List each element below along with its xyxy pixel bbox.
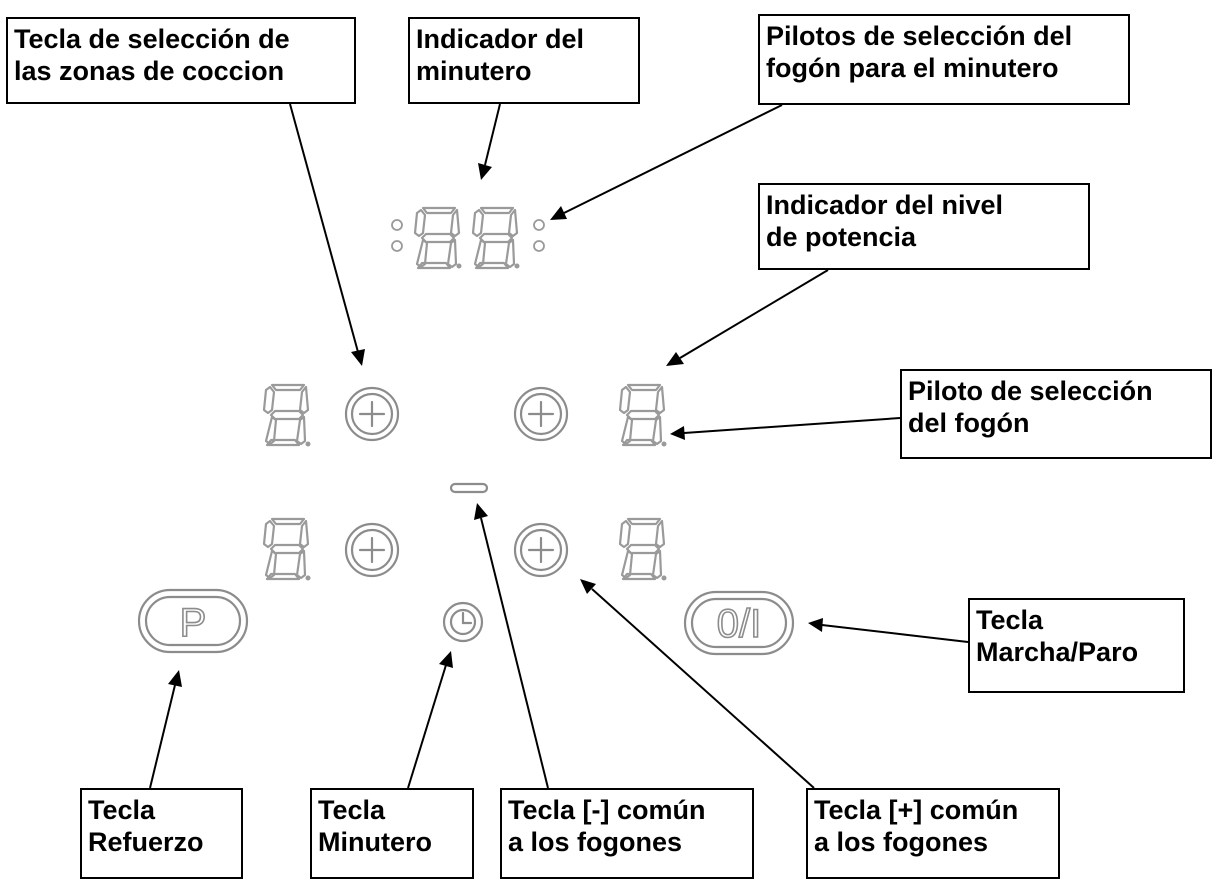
arrow-common-minus	[474, 503, 549, 789]
label-line: fogón para el minutero	[766, 53, 1059, 83]
label-line: minutero	[416, 56, 532, 86]
label-on-off-key: Tecla Marcha/Paro	[968, 598, 1185, 693]
callout-arrows	[149, 103, 969, 789]
arrow-common-plus	[580, 579, 815, 789]
power-digit-front-right	[618, 383, 667, 447]
power-digit-rear-left	[262, 517, 311, 581]
label-line: Piloto de selección	[908, 376, 1153, 406]
label-line: Tecla [+] común	[814, 795, 1019, 825]
zone-select-button-front-left[interactable]	[344, 386, 400, 442]
label-common-minus-key: Tecla [-] común a los fogones	[500, 788, 754, 879]
arrow-on-off	[808, 618, 969, 643]
label-line: Tecla de selección de	[14, 24, 290, 54]
label-line: Pilotos de selección del	[766, 21, 1073, 51]
arrow-power-level	[666, 269, 829, 366]
arrow-booster	[149, 670, 182, 789]
booster-button[interactable]: P	[137, 588, 249, 654]
label-line: Marcha/Paro	[976, 637, 1139, 667]
plus-icon	[513, 522, 569, 578]
label-line: Refuerzo	[88, 827, 204, 857]
on-off-button-label: 0/I	[717, 602, 761, 646]
label-timer-zone-pilots: Pilotos de selección del fogón para el m…	[758, 14, 1130, 105]
label-line: Tecla	[318, 795, 386, 825]
minus-icon	[449, 482, 489, 494]
zone-select-button-rear-left[interactable]	[344, 522, 400, 578]
timer-digit-tens	[413, 206, 461, 270]
label-line: las zonas de coccion	[14, 56, 285, 86]
timer-led-top-right	[533, 219, 545, 231]
label-line: a los fogones	[814, 827, 989, 857]
label-timer-key: Tecla Minutero	[310, 788, 474, 879]
power-digit-front-left	[262, 383, 311, 447]
plus-icon	[344, 522, 400, 578]
label-line: del fogón	[908, 408, 1030, 438]
power-digit-rear-right	[618, 517, 667, 581]
label-power-level: Indicador del nivel de potencia	[758, 183, 1090, 270]
label-zone-select-key: Tecla de selección de las zonas de cocci…	[6, 17, 356, 104]
timer-display	[391, 206, 545, 270]
label-timer-display: Indicador del minutero	[408, 17, 640, 104]
zone-select-button-front-right[interactable]	[513, 386, 569, 442]
label-line: Tecla [-] común	[508, 795, 706, 825]
timer-led-bottom-left	[391, 240, 403, 252]
clock-icon	[449, 608, 477, 636]
arrow-timer-leds	[550, 104, 783, 220]
label-line: Tecla	[88, 795, 156, 825]
label-line: Minutero	[318, 827, 432, 857]
timer-button[interactable]	[442, 601, 484, 643]
common-minus-button[interactable]	[449, 482, 489, 494]
label-line: a los fogones	[508, 827, 683, 857]
arrow-timer-key	[407, 651, 453, 789]
label-line: Indicador del	[416, 24, 585, 54]
timer-digit-units	[471, 206, 519, 270]
timer-led-top-left	[391, 219, 403, 231]
label-common-plus-key: Tecla [+] común a los fogones	[806, 788, 1060, 879]
booster-button-label: P	[180, 601, 207, 645]
label-zone-pilot: Piloto de selección del fogón	[900, 369, 1212, 459]
label-line: Indicador del nivel	[766, 190, 1004, 220]
label-line: de potencia	[766, 222, 917, 252]
plus-icon	[513, 386, 569, 442]
label-line: Tecla	[976, 605, 1044, 635]
common-plus-button[interactable]	[513, 522, 569, 578]
arrow-zone-pilot	[670, 417, 901, 440]
label-booster-key: Tecla Refuerzo	[80, 788, 243, 879]
on-off-button[interactable]: 0/I	[683, 590, 795, 656]
arrow-timer-display	[478, 103, 501, 180]
arrow-zone-select	[289, 103, 365, 366]
timer-led-bottom-right	[533, 240, 545, 252]
plus-icon	[344, 386, 400, 442]
